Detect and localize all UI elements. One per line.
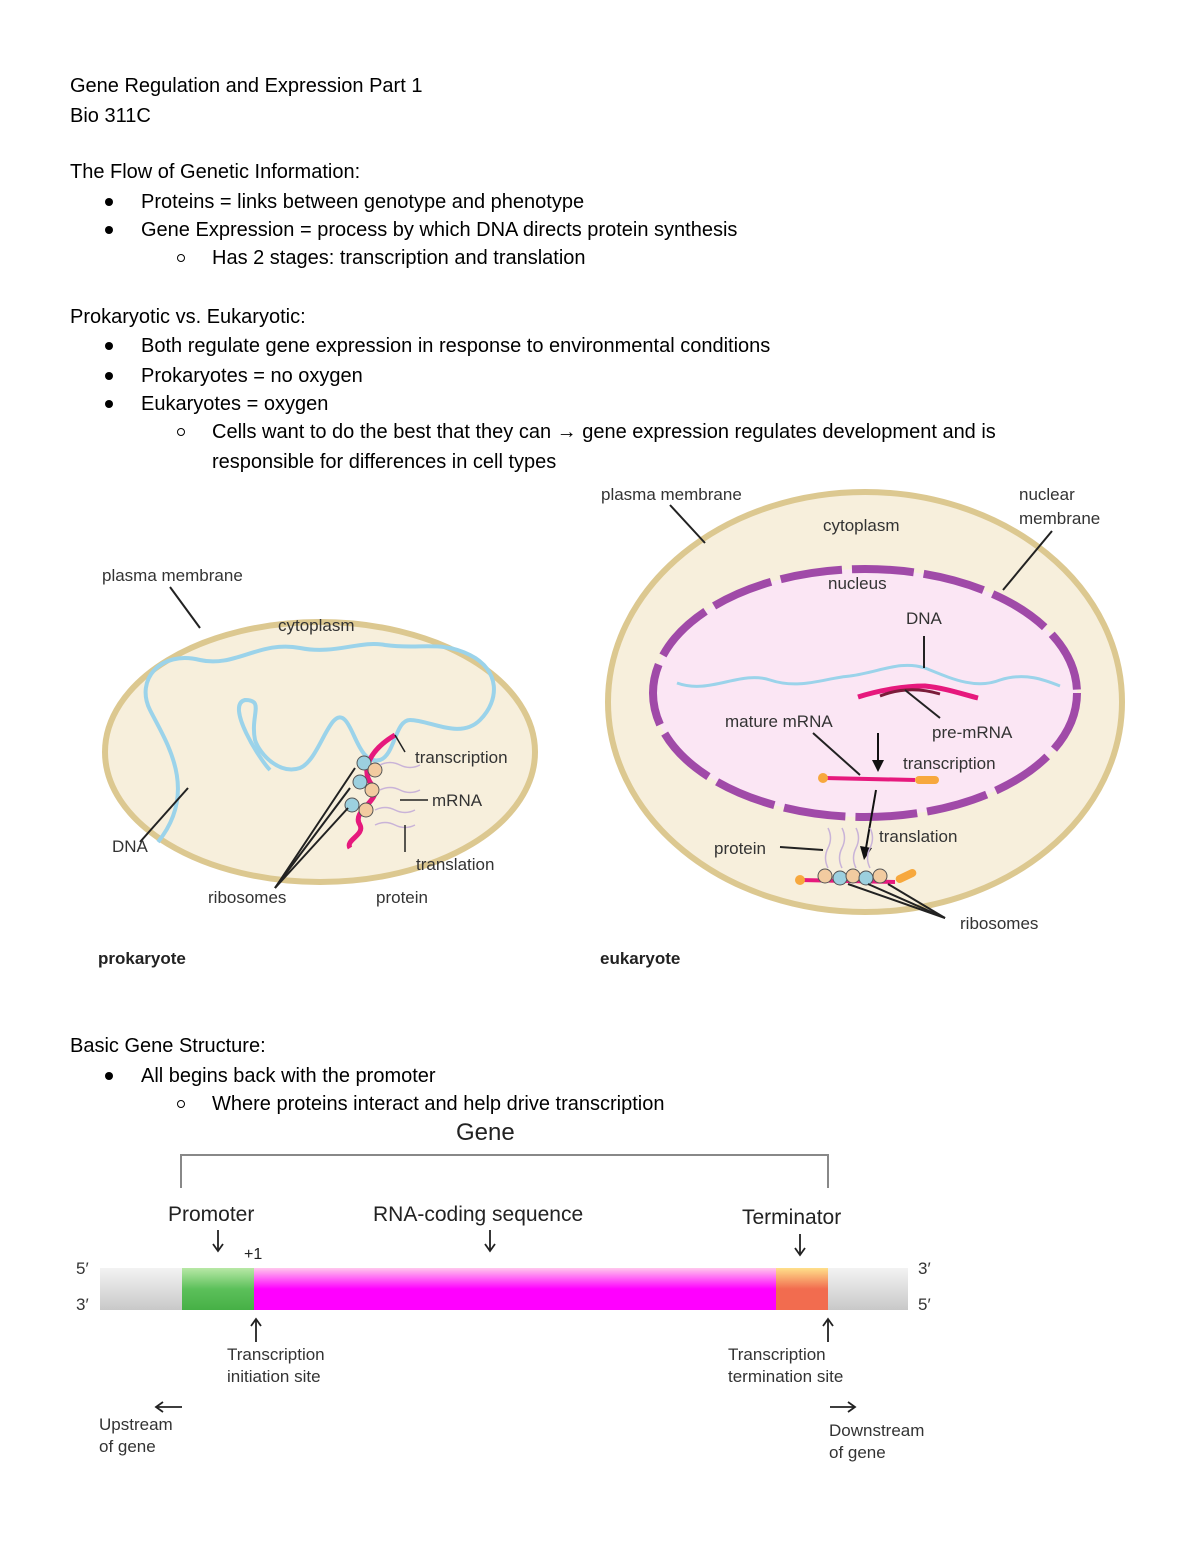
- label-pre-mrna: pre-mRNA: [932, 723, 1013, 742]
- label-plus-one: +1: [244, 1246, 262, 1263]
- eukaryote-cell: plasma membrane nuclear membrane cytopla…: [600, 485, 1125, 968]
- label-plasma-membrane-euk: plasma membrane: [601, 485, 742, 504]
- label-terminator: Terminator: [742, 1206, 841, 1229]
- label-termination-1: Transcription: [728, 1345, 826, 1364]
- label-transcription-euk: transcription: [903, 754, 996, 773]
- caption-prokaryote: prokaryote: [98, 949, 186, 968]
- pre-mrna: [857, 683, 979, 701]
- label-protein-pro: protein: [376, 888, 428, 907]
- list-item: All begins back with the promoter: [141, 1065, 436, 1087]
- caption-eukaryote: eukaryote: [600, 949, 680, 968]
- nuclear-membrane: [649, 565, 1081, 821]
- label-5prime-left: 5′: [76, 1259, 89, 1278]
- promoter-region: [182, 1268, 254, 1310]
- label-nuclear-2: membrane: [1019, 509, 1100, 528]
- bullet-icon: [105, 1072, 113, 1080]
- eukaryote-protein-chains: [824, 827, 874, 869]
- list-item: Prokaryotes = no oxygen: [141, 365, 363, 387]
- label-plasma-membrane-pro: plasma membrane: [102, 566, 243, 585]
- cells-figure: plasma membrane cytoplasm DNA transcript…: [98, 485, 1125, 968]
- section-heading-pro-vs-euk: Prokaryotic vs. Eukaryotic:: [70, 306, 306, 328]
- label-initiation-2: initiation site: [227, 1367, 321, 1386]
- label-downstream-2: of gene: [829, 1443, 886, 1462]
- label-termination-2: termination site: [728, 1367, 843, 1386]
- label-upstream-1: Upstream: [99, 1415, 173, 1434]
- bullet-icon: [105, 226, 113, 234]
- prokaryote-membrane: [102, 619, 538, 885]
- bullet-icon: [105, 400, 113, 408]
- bullet-icon: [105, 198, 113, 206]
- label-ribosomes-pro: ribosomes: [208, 888, 286, 907]
- label-upstream-2: of gene: [99, 1437, 156, 1456]
- prokaryote-ribosomes: [344, 755, 383, 818]
- label-3prime-left: 3′: [76, 1295, 89, 1314]
- sub-list-item: Has 2 stages: transcription and translat…: [212, 247, 586, 269]
- label-mrna-pro: mRNA: [432, 791, 483, 810]
- label-translation-euk: translation: [879, 827, 957, 846]
- label-rna-coding: RNA-coding sequence: [373, 1203, 583, 1226]
- label-3prime-right: 3′: [918, 1259, 931, 1278]
- label-transcription-pro: transcription: [415, 748, 508, 767]
- right-arrow-icon: [830, 1401, 857, 1413]
- label-cytoplasm-pro: cytoplasm: [278, 616, 355, 635]
- label-nucleus: nucleus: [828, 574, 887, 593]
- left-arrow-icon: [154, 1401, 182, 1413]
- document-title: Gene Regulation and Expression Part 1: [70, 75, 423, 97]
- list-item: Gene Expression = process by which DNA d…: [141, 219, 738, 241]
- sub-bullet-icon: [177, 428, 185, 436]
- label-dna-pro: DNA: [112, 837, 149, 856]
- terminator-region: [776, 1268, 828, 1310]
- bullet-icon: [105, 342, 113, 350]
- course-code: Bio 311C: [70, 105, 151, 127]
- label-initiation-1: Transcription: [227, 1345, 325, 1364]
- sub-list-item: Where proteins interact and help drive t…: [212, 1093, 665, 1115]
- down-arrow-icon: [212, 1230, 806, 1257]
- label-downstream-1: Downstream: [829, 1421, 924, 1440]
- prokaryote-dna: [143, 642, 496, 844]
- label-ribosomes-euk: ribosomes: [960, 914, 1038, 933]
- prokaryote-cell: plasma membrane cytoplasm DNA transcript…: [98, 566, 538, 968]
- up-arrow-icon: [250, 1317, 834, 1342]
- upstream-region: [100, 1268, 184, 1310]
- label-dna-euk: DNA: [906, 609, 943, 628]
- list-item: Eukaryotes = oxygen: [141, 393, 329, 415]
- list-item: Both regulate gene expression in respons…: [141, 335, 771, 357]
- sub-list-item-continued: responsible for differences in cell type…: [212, 451, 557, 473]
- downstream-region: [828, 1268, 908, 1310]
- label-gene: Gene: [456, 1119, 515, 1146]
- sub-bullet-icon: [177, 1100, 185, 1108]
- coding-region: [254, 1268, 776, 1310]
- eukaryote-ribosomes: [817, 868, 888, 886]
- sub-bullet-icon: [177, 254, 185, 262]
- label-5prime-right: 5′: [918, 1295, 931, 1314]
- label-promoter: Promoter: [168, 1203, 254, 1226]
- label-protein-euk: protein: [714, 839, 766, 858]
- bullet-icon: [105, 372, 113, 380]
- label-cytoplasm-euk: cytoplasm: [823, 516, 900, 535]
- label-mature-mrna: mature mRNA: [725, 712, 833, 731]
- prokaryote-protein-chains: [374, 761, 421, 829]
- list-item: Proteins = links between genotype and ph…: [141, 191, 585, 213]
- label-translation-pro: translation: [416, 855, 494, 874]
- label-nuclear-1: nuclear: [1019, 485, 1075, 504]
- section-heading-gene-structure: Basic Gene Structure:: [70, 1035, 266, 1057]
- section-heading-flow: The Flow of Genetic Information:: [70, 161, 361, 183]
- sub-list-item: Cells want to do the best that they can …: [212, 421, 996, 443]
- gene-structure-figure: Gene Promoter RNA-coding sequence Termin…: [76, 1119, 931, 1462]
- eukaryote-dna: [676, 663, 1061, 688]
- gene-bracket: [180, 1154, 829, 1188]
- mature-mrna: [824, 776, 916, 782]
